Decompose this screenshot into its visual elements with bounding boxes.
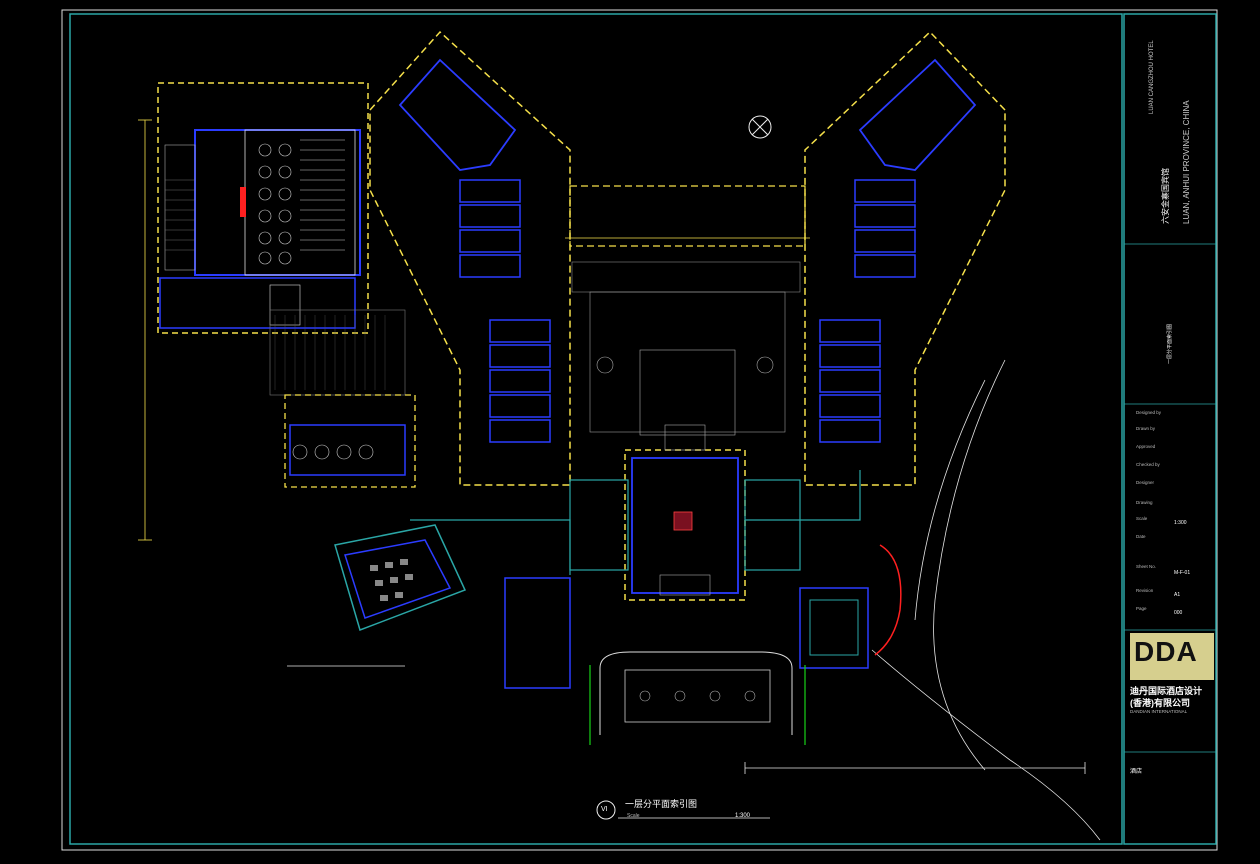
service-rooms (159, 277, 356, 329)
date-label: Date (1136, 534, 1146, 539)
drawing-frame (69, 13, 1123, 845)
company-logo-block (1130, 633, 1214, 680)
left-wing-top-rooms (398, 58, 517, 171)
company-name-cn-1: 迪丹国际酒店设计 (1130, 686, 1203, 696)
right-wing-outline (804, 30, 1006, 486)
title-block: LUAN CANGZHOU HOTEL 六安金寨国宾馆 LUAN, ANHUI … (1124, 14, 1216, 844)
company-logo: DDA (1134, 636, 1198, 667)
page-value: 000 (1174, 610, 1183, 616)
title-block-dividers (1124, 243, 1216, 753)
restaurant-seats (370, 559, 413, 601)
revision-label: Revision (1136, 588, 1154, 593)
row-label-drawn: Drawn by (1136, 426, 1156, 431)
sheet-number-label: Sheet No. (1136, 564, 1157, 569)
lobby-carpet (673, 511, 693, 531)
sheet-drawing-name: 一层分平面索引图 (1167, 323, 1173, 364)
row-label-checked: Checked by (1136, 462, 1160, 467)
left-entry-block (504, 577, 571, 689)
right-small-block-inner (809, 599, 859, 656)
row-label-designer: Designer (1136, 480, 1155, 485)
courtyard-pool (589, 291, 786, 433)
stair-block (164, 144, 196, 271)
red-door-marker (240, 187, 246, 217)
left-wing-room-bays (459, 179, 551, 443)
central-courtyard (565, 185, 810, 436)
lobby-reception (659, 574, 711, 596)
ballroom-walls (194, 129, 361, 276)
hatched-court (269, 309, 406, 396)
terrace-steps (571, 261, 801, 293)
left-wing-outline (369, 30, 571, 486)
company-name-en: DANDIAN INTERNATIONAL (1130, 709, 1188, 714)
north-arrow-icon (748, 115, 772, 139)
left-dimension-line (138, 119, 152, 541)
drawing-scale-value: 1:300 (735, 813, 751, 819)
right-guestroom-wing (804, 30, 1006, 486)
dining-tables (292, 444, 374, 460)
left-block-outline (157, 82, 369, 334)
company-name-cn-2: (香港)有限公司 (1130, 698, 1190, 708)
drawing-title: 一层分平面索引图 (625, 799, 698, 809)
sheet-outer-frame (61, 9, 1218, 851)
right-wing-top-rooms (858, 58, 977, 171)
forecourt-planters (639, 690, 756, 702)
drop-off-loop (599, 651, 793, 735)
entrance-drive (504, 577, 806, 745)
angled-restaurant (334, 524, 467, 631)
lobby-entrance-canopy (664, 424, 706, 451)
courtyard-fountain-right (756, 356, 774, 374)
row-label-designed: Designed by (1136, 410, 1162, 415)
left-guestroom-wing (369, 30, 571, 486)
connecting-corridors (410, 470, 861, 575)
owner-label: 酒店 (1130, 769, 1143, 775)
right-wing-room-bays (819, 179, 916, 443)
page-label: Page (1136, 606, 1147, 611)
courtyard-top-outline (569, 185, 806, 247)
scale-label: Scale (1136, 516, 1148, 521)
row-label-drawing: Drawing (1136, 500, 1153, 505)
title-block-frame (1123, 13, 1217, 845)
dining-outline (284, 394, 416, 488)
stair-treads (165, 179, 195, 251)
project-name-en: LUAN CANGZHOU HOTEL (1149, 40, 1155, 114)
bottom-dimension-lines (287, 665, 1086, 774)
angled-restaurant-walls (344, 539, 452, 619)
main-lobby (624, 424, 746, 601)
drawing-title-circle-icon (596, 800, 616, 820)
dining-walls (289, 424, 406, 476)
scale-value: 1:300 (1174, 520, 1187, 526)
right-small-block (799, 587, 869, 669)
red-site-boundary (874, 544, 902, 656)
lobby-walls (631, 457, 739, 594)
drawing-scale-label: Scale (627, 813, 640, 819)
project-location: LUAN, ANHUI PROVINCE, CHINA (1182, 100, 1191, 224)
courtyard-fountain-left (596, 356, 614, 374)
row-label-approved: Approved (1136, 444, 1156, 449)
sheet-number-value: M-F-01 (1174, 570, 1191, 576)
left-building-block (157, 82, 467, 631)
revision-value: A1 (1174, 592, 1181, 598)
project-name-cn: 六安金寨国宾馆 (1161, 168, 1170, 224)
entry-forecourt (624, 669, 771, 723)
courtyard-pavilion (639, 349, 736, 436)
ballroom-tables (258, 139, 345, 265)
court-hatch (274, 315, 386, 390)
site-roads (871, 359, 1101, 841)
drawing-title-number: VI (601, 806, 608, 813)
